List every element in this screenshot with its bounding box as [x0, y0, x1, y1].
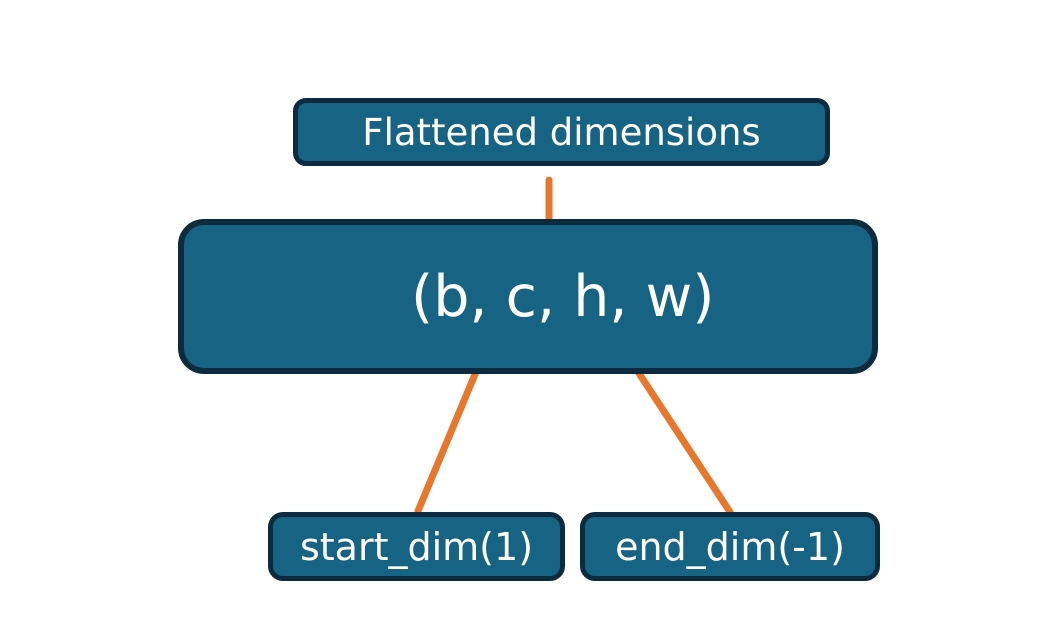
tensor-shape-label: (b, c, h, w)	[411, 263, 715, 330]
start-dim-label: start_dim(1)	[299, 524, 534, 569]
start-dim-box[interactable]: start_dim(1)	[268, 512, 565, 581]
tensor-shape-box[interactable]: (b, c, h, w)	[178, 219, 878, 374]
flattened-dimensions-box[interactable]: Flattened dimensions	[293, 98, 830, 166]
flattened-dimensions-label: Flattened dimensions	[362, 110, 761, 154]
end-dim-box[interactable]: end_dim(-1)	[580, 512, 880, 581]
end-dim-label: end_dim(-1)	[615, 524, 845, 569]
